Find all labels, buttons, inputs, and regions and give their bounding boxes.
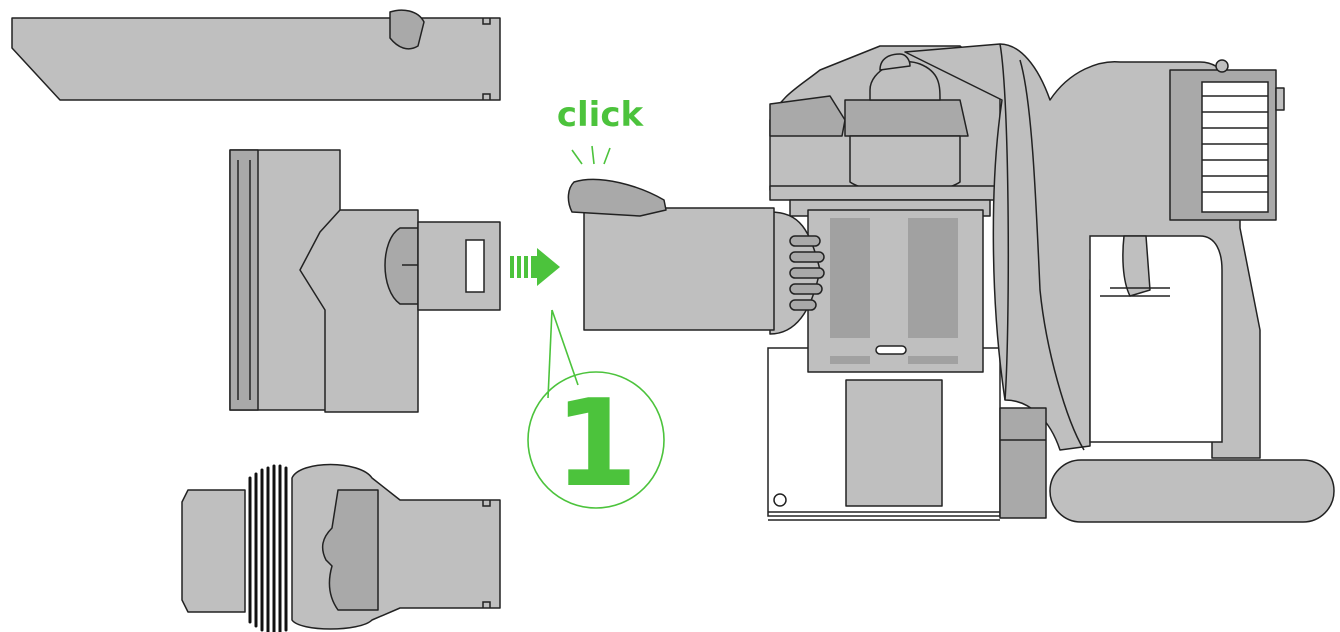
insert-arrow-icon xyxy=(510,248,560,286)
step-number: 1 xyxy=(554,375,638,514)
step-1-callout: 1 xyxy=(527,309,665,514)
combination-brush-tool-icon xyxy=(181,463,501,632)
brush-bristles xyxy=(248,464,288,632)
click-sound-lines-icon xyxy=(571,145,611,165)
shroud-perforations xyxy=(830,218,958,364)
click-label: click xyxy=(557,95,645,135)
inlet-grip-ridges xyxy=(789,235,825,311)
handheld-vacuum-icon xyxy=(567,43,1335,523)
mini-motorized-tool-icon xyxy=(229,149,501,413)
crevice-tool-icon xyxy=(11,9,501,101)
motor-vent-slats xyxy=(1202,95,1268,193)
